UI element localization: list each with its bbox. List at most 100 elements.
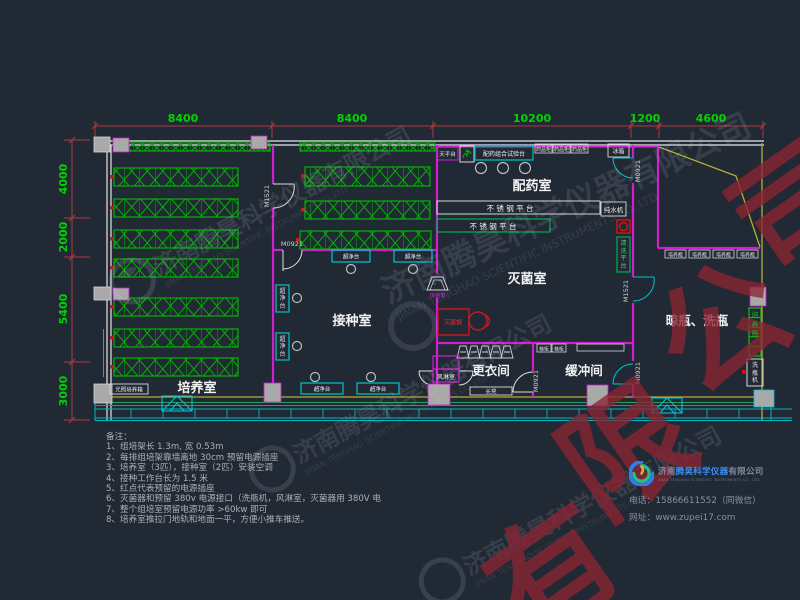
note-line: 3、培养室（3匹），接种室（2匹）安装空调 [106, 463, 273, 474]
socket-380v [616, 219, 631, 234]
phone-label: 电话： [629, 496, 656, 506]
sink-icon [459, 145, 475, 163]
medicine-cabinet-label: 药品柜 [536, 146, 551, 153]
shoe-cabinet-label: 鞋柜 [554, 346, 564, 353]
notes-title: 备注： [106, 432, 132, 442]
structural-columns [93, 135, 775, 408]
doors [272, 157, 655, 393]
company-name-prefix: 济南 [658, 467, 676, 477]
power-sockets [110, 174, 305, 369]
transfer-window: 传递窗 [426, 276, 449, 299]
note-line: 2、每排组培架靠墙离地 30cm 预留电源插座 [106, 452, 279, 463]
balance-table-label: 天平台 [439, 150, 456, 158]
locker-box [576, 343, 625, 352]
shoe-cabinet-label: 鞋柜 [539, 346, 549, 353]
water-purifier-label: 纯水机 [604, 205, 624, 214]
website-line: 网址：www.zupei17.com [629, 510, 800, 523]
room-labels: 培养室 接种室 配药室 灭菌室 更衣间 缓冲间 晾瓶、洗瓶 [177, 178, 728, 396]
website-url[interactable]: www.zupei17.com [655, 513, 736, 523]
phone-number: 15866611552（同微信） [655, 496, 761, 506]
dimension-labels: 8400 8400 10200 1200 4600 4000 2000 5400… [57, 112, 727, 406]
dim-top-5: 4600 [696, 112, 727, 125]
door-labels: M1521 M0921 M0921 M1521 M0921 M0921 [263, 160, 642, 392]
air-shower-unit: 风淋室 [432, 355, 460, 383]
door-m1521-culture [272, 183, 295, 209]
room-label-culture: 培养室 [177, 380, 216, 396]
clean-bench-label: 超净台 [314, 385, 331, 393]
bottle-washer [742, 358, 764, 387]
culture-bottle-label: 培养瓶 [668, 252, 683, 259]
sterilizer-pot: 灭菌锅 [437, 308, 491, 336]
bottle-washer-box [746, 358, 764, 387]
cleaning-platform-box [616, 236, 631, 273]
door-m1521-sterilization [632, 276, 655, 302]
note-line: 6、灭菌器和预留 380v 电源接口（洗瓶机，风淋室，灭菌器用 380V 电 [106, 494, 382, 505]
note-line: 5、红点代表预留的电源插座 [106, 484, 215, 495]
clean-bench-box [275, 284, 290, 313]
door-m0921-changing [512, 371, 534, 393]
light-incubator-label: 光照培养箱 [115, 386, 143, 394]
water-purifier-box [600, 201, 627, 217]
clean-bench-box [300, 382, 344, 395]
dim-left-2: 2000 [57, 221, 70, 252]
culture-racks [113, 142, 436, 377]
dim-top-4: 1200 [630, 112, 661, 125]
dim-top-3: 10200 [513, 112, 552, 125]
sterilization-room-fixtures: 传递窗 灭菌锅 [426, 276, 491, 336]
clean-bench-label: 超 净 台 [279, 288, 286, 310]
light-incubator-box [109, 383, 149, 395]
clean-bench-box [356, 382, 400, 395]
bottle-room-yellow-lines [658, 143, 763, 420]
dispensing-room-fixtures: 天平台 配药组合试验台 药品柜 药品柜 药品柜 冰箱 不 锈 钢 平 台 纯水机… [436, 143, 631, 273]
clean-bench-label: 超净台 [343, 253, 360, 261]
bench-seat-box [469, 386, 513, 396]
phone-line: 电话：15866611552（同微信） [629, 493, 800, 506]
room-label-changing: 更衣间 [472, 363, 510, 378]
room-label-sterilization: 灭菌室 [506, 271, 546, 287]
clothes-hooks [456, 345, 514, 359]
room-label-inoculation: 接种室 [332, 313, 371, 329]
transfer-window-label: 传递窗 [430, 291, 446, 299]
company-logo-icon [629, 461, 654, 486]
company-contact-block: 济南腾昊科学仪器有限公司 JINAN TENGHAO SCIENTIFIC IN… [629, 461, 800, 523]
fridge-label: 冰箱 [612, 148, 624, 156]
door-label-m0921-2: M0921 [634, 160, 642, 182]
medicine-cabinet-label: 药品柜 [554, 146, 569, 153]
clean-bench-box [275, 332, 290, 361]
culture-bottle-label: 培养瓶 [716, 252, 731, 259]
dimension-ticks [91, 121, 767, 138]
medicine-cabinet-label: 药品柜 [572, 146, 587, 153]
website-label: 网址： [629, 513, 656, 523]
door-label-m0921-1: M0921 [281, 240, 303, 248]
sliding-door-right [651, 397, 683, 414]
company-name-english: JINAN TENGHAO SCIENTIFIC INSTRUMENTS CO.… [658, 478, 761, 482]
vertical-bottle-rack [748, 307, 762, 357]
steel-platform-label: 不 锈 钢 平 台 [486, 203, 533, 213]
inoculation-room-fixtures: 超净台 超净台 超净台 超净台 [275, 249, 433, 395]
note-line: 8、培养室推拉门地轨和地面一平，方便小推车推送。 [106, 515, 310, 526]
culture-bottle-label: 培养瓶 [692, 252, 707, 259]
note-line: 1、组培架长 1.3m, 宽 0.53m [106, 442, 224, 453]
dimension-ticks-left [64, 136, 90, 424]
clean-bench-box [393, 249, 433, 263]
dispensing-stools [474, 161, 532, 175]
steel-platform2-label: 不 锈 钢 平 台 [469, 221, 516, 231]
fridge-box [607, 143, 630, 158]
steel-platform-box [436, 200, 601, 215]
steel-platform2-box [436, 218, 551, 233]
sliding-door-left [161, 395, 193, 412]
room-label-bottle: 晾瓶、洗瓶 [666, 313, 729, 328]
changing-room-fixtures: 鞋柜 鞋柜 长凳 风淋室 [432, 343, 625, 396]
bench-seat-label: 长凳 [485, 388, 497, 396]
dim-left-4: 3000 [57, 375, 70, 406]
note-line: 7、整个组培室预留电源功率 >60kw 即可 [106, 504, 268, 515]
air-shower-label-box [432, 368, 460, 383]
door-label-m0921-3: M0921 [532, 370, 540, 392]
dim-left-3: 5400 [57, 293, 70, 324]
medicine-cabinets: 药品柜 药品柜 药品柜 [534, 143, 589, 154]
dim-top-2: 8400 [337, 112, 368, 125]
balance-table-box [436, 145, 459, 161]
light-incubator: 光照培养箱 [109, 383, 149, 395]
